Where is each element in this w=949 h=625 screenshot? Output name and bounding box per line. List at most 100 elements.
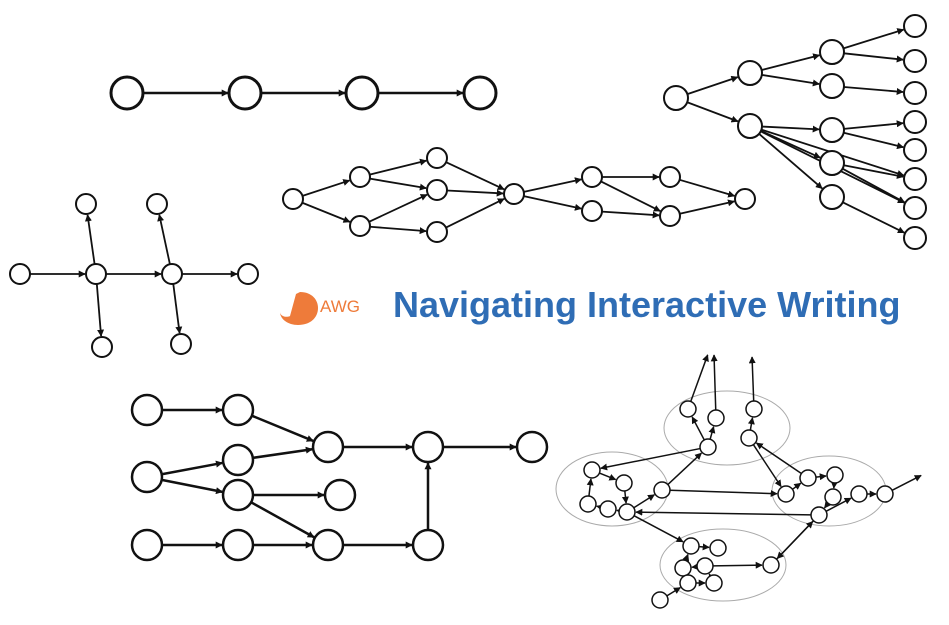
edge-86 xyxy=(682,553,690,562)
node-40 xyxy=(170,333,192,355)
edge-90 xyxy=(633,515,684,543)
node-75 xyxy=(696,557,714,575)
node-67 xyxy=(777,485,795,503)
edge-7 xyxy=(761,73,820,87)
node-5 xyxy=(663,85,689,111)
node-22 xyxy=(349,166,371,188)
edge-4 xyxy=(687,75,739,96)
edge-78 xyxy=(823,500,832,509)
node-layer xyxy=(9,14,927,609)
page-title: Navigating Interactive Writing xyxy=(393,284,901,325)
edge-25 xyxy=(368,193,428,223)
node-17 xyxy=(903,138,927,162)
edge-66 xyxy=(752,444,782,488)
edge-41 xyxy=(157,214,171,265)
node-28 xyxy=(581,166,603,188)
edge-17 xyxy=(843,131,905,150)
edge-46 xyxy=(161,460,223,476)
edge-60 xyxy=(708,426,716,440)
node-42 xyxy=(221,393,255,427)
edge-15 xyxy=(843,86,904,95)
node-26 xyxy=(426,221,448,243)
edge-81 xyxy=(891,474,922,492)
node-18 xyxy=(903,167,927,191)
cluster-1 xyxy=(663,390,791,466)
edge-8 xyxy=(761,125,820,133)
node-64 xyxy=(653,481,671,499)
node-43 xyxy=(130,460,164,494)
edge-76 xyxy=(815,473,827,481)
edge-6 xyxy=(761,53,821,71)
node-68 xyxy=(824,488,842,506)
node-35 xyxy=(161,263,183,285)
node-71 xyxy=(876,485,894,503)
edge-75 xyxy=(792,482,802,490)
edge-10 xyxy=(758,133,823,190)
node-16 xyxy=(903,110,927,134)
edge-58 xyxy=(710,354,718,411)
node-21 xyxy=(282,188,304,210)
edge-36 xyxy=(679,199,735,215)
node-57 xyxy=(699,438,717,456)
edge-87 xyxy=(698,543,710,551)
node-51 xyxy=(515,430,549,464)
node-45 xyxy=(221,478,255,512)
node-74 xyxy=(674,559,692,577)
edge-88 xyxy=(712,561,763,569)
edge-18 xyxy=(843,164,904,179)
awg-logo-icon xyxy=(280,292,318,325)
node-12 xyxy=(819,184,845,210)
node-32 xyxy=(734,188,756,210)
node-65 xyxy=(799,469,817,487)
edge-19 xyxy=(842,167,906,204)
edge-20 xyxy=(842,201,905,234)
edge-61 xyxy=(747,417,755,431)
edge-22 xyxy=(301,201,351,223)
edge-14 xyxy=(843,52,904,63)
node-29 xyxy=(581,200,603,222)
node-49 xyxy=(311,430,345,464)
node-44 xyxy=(221,443,255,477)
node-47 xyxy=(130,528,164,562)
edge-57 xyxy=(690,354,709,402)
edge-62 xyxy=(691,416,705,441)
node-1 xyxy=(109,75,145,111)
edge-82 xyxy=(666,587,681,597)
logo-text: AWG xyxy=(320,297,360,316)
edge-79 xyxy=(825,497,852,512)
node-39 xyxy=(91,336,113,358)
edge-59 xyxy=(748,356,756,402)
node-7 xyxy=(737,113,763,139)
node-14 xyxy=(903,49,927,73)
node-33 xyxy=(9,263,31,285)
node-59 xyxy=(583,461,601,479)
node-62 xyxy=(599,500,617,518)
edge-63 xyxy=(600,447,701,471)
node-25 xyxy=(426,179,448,201)
edge-33 xyxy=(600,180,661,212)
node-41 xyxy=(130,393,164,427)
edge-13 xyxy=(843,28,905,50)
cluster-4 xyxy=(659,528,787,602)
edge-67 xyxy=(669,489,778,498)
node-36 xyxy=(237,263,259,285)
node-23 xyxy=(349,215,371,237)
node-27 xyxy=(503,183,525,205)
edge-30 xyxy=(523,177,582,193)
node-24 xyxy=(426,147,448,169)
edge-74 xyxy=(633,494,655,509)
edge-64 xyxy=(667,452,702,486)
node-20 xyxy=(903,226,927,250)
edge-40 xyxy=(84,214,96,265)
edge-27 xyxy=(445,161,505,191)
node-10 xyxy=(819,117,845,143)
node-79 xyxy=(651,591,669,609)
node-61 xyxy=(579,495,597,513)
node-78 xyxy=(762,556,780,574)
node-2 xyxy=(227,75,263,111)
node-15 xyxy=(903,81,927,105)
node-4 xyxy=(462,75,498,111)
node-54 xyxy=(679,400,697,418)
node-30 xyxy=(659,166,681,188)
